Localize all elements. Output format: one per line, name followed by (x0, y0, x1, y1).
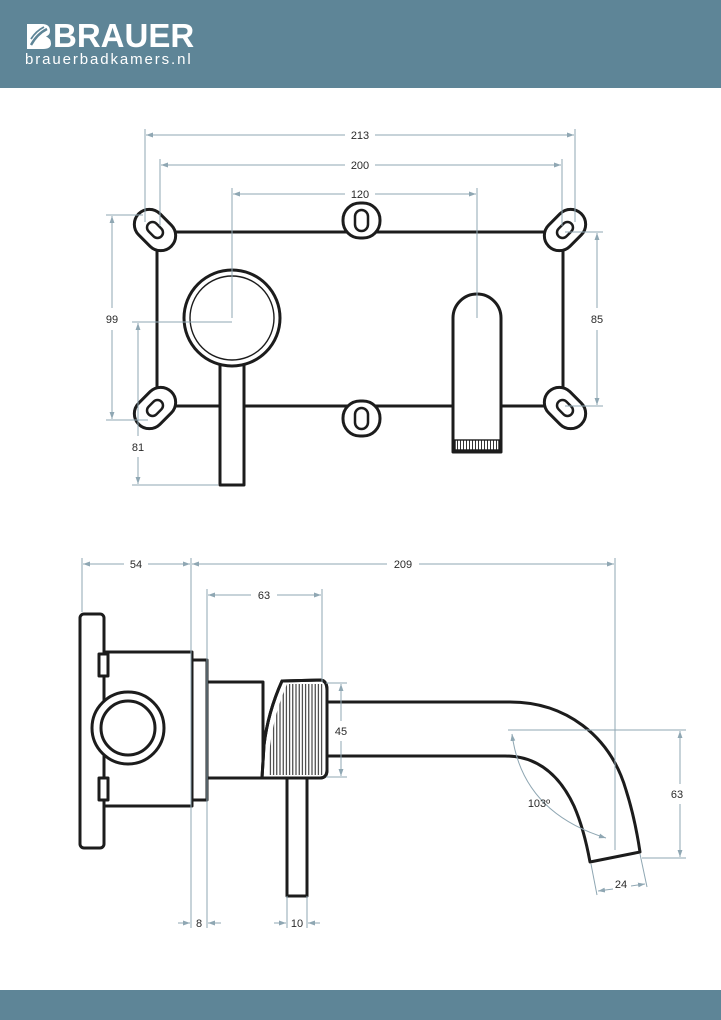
dimension-lever-width: 10 (274, 918, 320, 930)
side-view: 54 209 63 45 63 103º 24 (78, 558, 686, 930)
lever-front (218, 358, 246, 487)
extension-lines-front (106, 129, 603, 486)
dimension-label: 54 (130, 559, 142, 571)
dimension-outlet-width: 24 (597, 879, 646, 893)
mounting-ear-top-middle (341, 201, 382, 240)
mounting-slot (353, 208, 370, 233)
mounting-ear-bottom-left (132, 385, 178, 431)
collar (190, 658, 209, 802)
dimension-line (597, 887, 614, 893)
dimension-line (630, 882, 646, 888)
brauer-logo-icon (27, 24, 51, 49)
mounting-hole (145, 220, 165, 240)
dimension-spout-angle: 103º (510, 733, 607, 839)
brand-name: BRAUER (53, 17, 195, 54)
front-view: 213 200 120 99 85 81 (106, 129, 603, 487)
mounting-ear-bottom-right (542, 385, 588, 431)
mounting-hole (145, 398, 165, 418)
spout-front (451, 292, 503, 454)
dimension-label: 81 (132, 442, 144, 454)
handle-knob-outline (260, 678, 329, 780)
dimension-lever-drop: 81 (132, 323, 144, 484)
brand-website: brauerbadkamers.nl (25, 51, 193, 68)
angle-arc (510, 733, 607, 839)
dimension-label: 10 (291, 918, 303, 930)
dimension-label: 200 (351, 160, 369, 172)
dimension-collar-width: 8 (178, 918, 221, 930)
body-port-inner (99, 699, 157, 757)
dimension-label: 213 (351, 130, 369, 142)
header-band: BRAUER brauerbadkamers.nl (0, 0, 721, 88)
dimension-label: 85 (591, 314, 603, 326)
spout-outlet (454, 439, 500, 451)
dimension-label: 24 (615, 879, 627, 891)
dimension-label: 99 (106, 314, 118, 326)
dimension-center-distance: 120 (233, 189, 476, 201)
dimension-label: 63 (671, 789, 683, 801)
flange-tab-lower (97, 776, 110, 802)
dimension-overall-width: 213 (146, 130, 574, 142)
dimension-handle-projection: 63 (208, 590, 321, 602)
dimension-spout-drop: 63 (671, 731, 683, 857)
dimension-plate-depth: 54 (83, 559, 190, 571)
dimension-label: 45 (335, 726, 347, 738)
mounting-hole (555, 398, 575, 418)
handle-knurling (268, 684, 324, 775)
dimension-label: 63 (258, 590, 270, 602)
dimension-label: 120 (351, 189, 369, 201)
mounting-slot (353, 406, 370, 431)
mounting-ear-bottom-middle (341, 399, 382, 438)
dimension-mount-spacing: 200 (161, 160, 561, 172)
dimension-label: 103º (528, 798, 550, 810)
extension-lines-side (81, 558, 686, 928)
mounting-hole (555, 220, 575, 240)
spout-side (326, 700, 642, 864)
footer-band (0, 990, 721, 1020)
dimension-plate-height: 85 (591, 233, 603, 405)
dimension-projection: 209 (192, 559, 614, 571)
lever-side (285, 776, 309, 898)
dimension-label: 209 (394, 559, 412, 571)
cartridge-cylinder (205, 680, 265, 780)
dimension-overall-height: 99 (106, 216, 118, 419)
dimension-handle-diameter: 45 (335, 684, 347, 776)
dimension-label: 8 (196, 918, 202, 930)
flange-tab-upper (97, 652, 110, 678)
